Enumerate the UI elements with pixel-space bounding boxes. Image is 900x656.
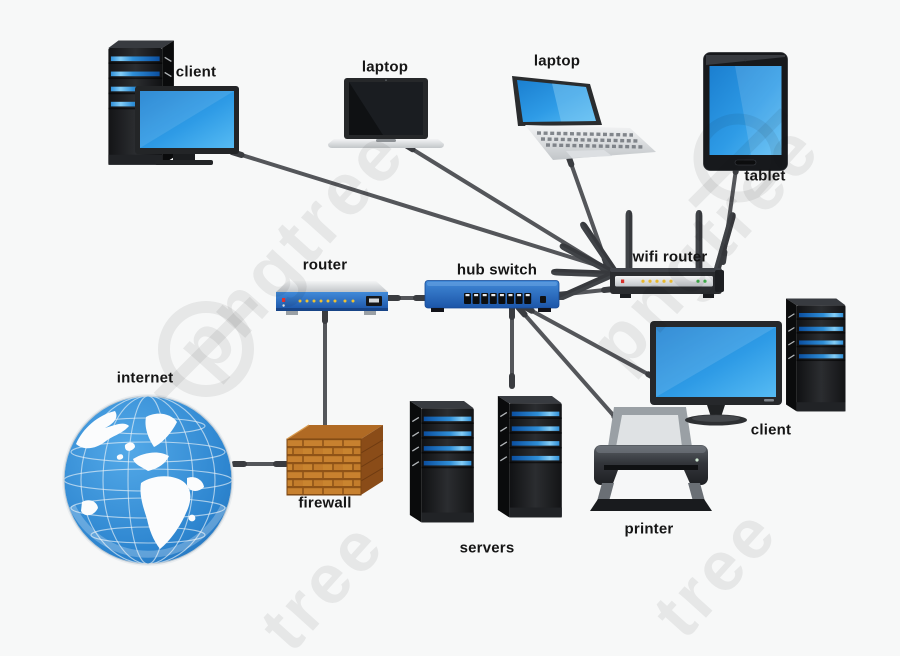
label-router: router — [302, 256, 348, 274]
paper-sheet — [616, 415, 682, 447]
node-client-top-left — [95, 36, 245, 182]
power-led — [282, 298, 286, 302]
laptop-screen — [517, 80, 596, 122]
node-laptop-front — [328, 78, 444, 150]
firewall-icon — [286, 424, 384, 496]
label-tablet: tablet — [744, 167, 786, 185]
node-wifi-router — [545, 198, 760, 300]
node-laptop-angled — [506, 70, 658, 162]
continents — [76, 411, 204, 549]
desktop-computer-icon — [650, 297, 847, 426]
power-led — [695, 458, 699, 462]
printer-base — [590, 499, 712, 511]
ethernet-ports — [464, 293, 532, 304]
label-internet: internet — [116, 369, 174, 387]
tablet-screen — [709, 66, 782, 155]
output-slot — [604, 465, 698, 470]
node-internet-globe — [58, 390, 238, 570]
home-button — [734, 159, 757, 166]
globe-icon — [62, 394, 234, 566]
monitor-screen — [656, 327, 776, 397]
status-leds — [298, 299, 355, 303]
node-firewall — [283, 423, 388, 505]
tablet-icon — [703, 52, 788, 171]
label-client-top-left: client — [175, 63, 217, 81]
uplink-port — [540, 296, 546, 303]
laptop-base — [328, 139, 444, 148]
label-firewall: firewall — [298, 494, 352, 512]
firewall-top — [287, 425, 383, 439]
switch-icon — [424, 280, 560, 312]
label-printer: printer — [624, 520, 674, 538]
wifi-router-icon — [550, 210, 737, 300]
server-towers-icon — [409, 395, 563, 524]
keyboard-keys — [536, 131, 646, 149]
label-servers: servers — [459, 539, 515, 557]
label-laptop-front: laptop — [361, 58, 409, 76]
monitor-screen — [140, 91, 234, 148]
status-leds — [621, 279, 707, 284]
node-tablet — [703, 52, 789, 172]
node-hub-switch — [423, 280, 563, 314]
output-paper — [608, 470, 696, 497]
node-client-right — [648, 293, 856, 443]
label-laptop-angled: laptop — [533, 52, 581, 70]
server-tower-1 — [409, 400, 475, 524]
firewall-side — [361, 425, 383, 495]
node-printer — [588, 403, 714, 513]
monitor — [135, 86, 239, 165]
node-router — [272, 278, 392, 318]
node-servers — [400, 382, 572, 540]
connection-line-hub-switch-client-right — [521, 304, 659, 381]
sphere-highlight — [68, 504, 228, 558]
laptop-icon — [512, 76, 656, 160]
connection-line-client-top-left-wifi-router — [230, 150, 614, 272]
monitor — [650, 321, 782, 426]
label-wifi-router: wifi router — [632, 248, 708, 266]
router-icon — [276, 281, 388, 315]
server-tower-2 — [497, 395, 563, 519]
connection-line-hub-switch-printer — [516, 305, 623, 426]
router-top — [276, 281, 388, 292]
laptop-icon — [328, 78, 444, 148]
router-front — [276, 292, 388, 310]
label-hub-switch: hub switch — [456, 261, 538, 279]
computer-tower — [785, 297, 847, 412]
desktop-computer-icon — [107, 39, 239, 166]
brick-wall — [286, 438, 362, 496]
touchpad — [566, 150, 612, 158]
printer-icon — [590, 407, 712, 511]
label-client-right: client — [750, 421, 792, 439]
